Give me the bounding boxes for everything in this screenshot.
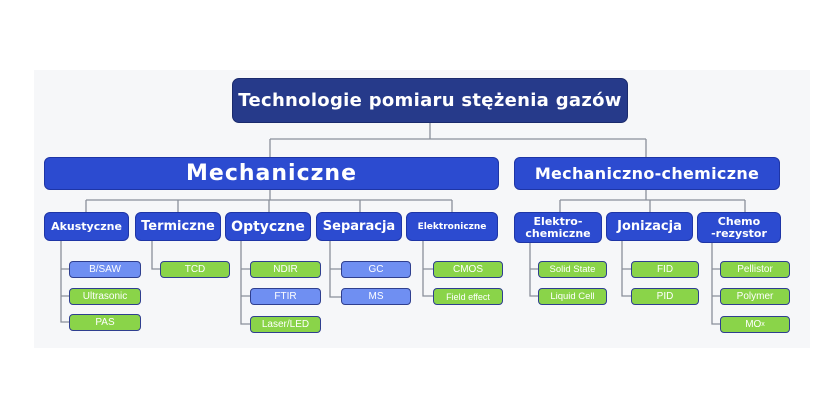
leaf-ultrasonic: Ultrasonic (69, 288, 141, 305)
category-termiczne: Termiczne (135, 212, 221, 241)
leaf-mox-label: MO (745, 319, 762, 330)
category-jonizacja: Jonizacja (606, 212, 693, 241)
leaf-gc: GC (341, 261, 411, 278)
leaf-polymer: Polymer (720, 288, 790, 305)
leaf-liquid-cell: Liquid Cell (538, 288, 607, 305)
root-node: Technologie pomiaru stężenia gazów (232, 78, 628, 123)
category-elektroniczne: Elektroniczne (406, 212, 498, 241)
category-optyczne: Optyczne (225, 212, 311, 241)
leaf-mox-subscript: x (761, 321, 765, 328)
group-mechaniczno-chemiczne: Mechaniczno-chemiczne (514, 157, 780, 190)
leaf-tcd: TCD (160, 261, 230, 278)
leaf-fid: FID (631, 261, 699, 278)
leaf-pas: PAS (69, 314, 141, 331)
category-chemorezystor: Chemo -rezystor (697, 212, 781, 243)
leaf-cmos: CMOS (433, 261, 503, 278)
leaf-ftir: FTIR (250, 288, 321, 305)
category-separacja: Separacja (316, 212, 402, 241)
leaf-solid-state: Solid State (538, 261, 607, 278)
category-elektrochemiczne: Elektro- chemiczne (514, 212, 602, 243)
leaf-bsaw: B/SAW (69, 261, 141, 278)
leaf-ms: MS (341, 288, 411, 305)
leaf-pellistor: Pellistor (720, 261, 790, 278)
leaf-laser-led: Laser/LED (250, 316, 321, 333)
category-akustyczne: Akustyczne (44, 212, 129, 241)
leaf-ndir: NDIR (250, 261, 321, 278)
leaf-field-effect: Field effect (433, 288, 503, 305)
group-mechaniczne: Mechaniczne (44, 157, 499, 190)
leaf-pid: PID (631, 288, 699, 305)
